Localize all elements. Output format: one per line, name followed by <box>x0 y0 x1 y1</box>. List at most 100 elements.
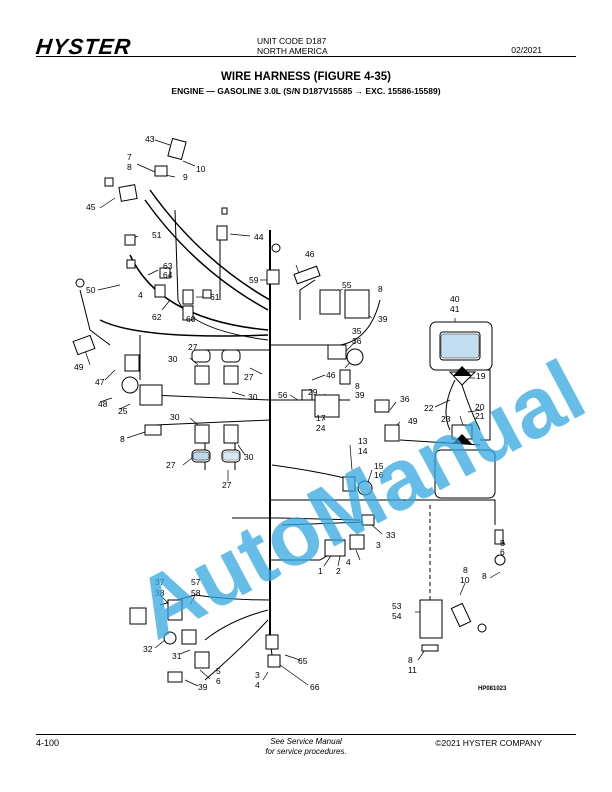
connector-65 <box>265 634 279 650</box>
connector-25 <box>139 384 163 406</box>
callout-13: 13 <box>358 436 368 446</box>
connector-27-right <box>221 349 241 363</box>
callout-30: 30 <box>248 392 258 402</box>
connector-47 <box>124 354 140 372</box>
connector-56 <box>301 389 313 401</box>
callout-39: 39 <box>378 314 388 324</box>
footer-note-line2: for service procedures. <box>265 747 347 756</box>
callout-27: 27 <box>222 480 232 490</box>
module-53-54 <box>419 599 443 639</box>
connector-39 <box>344 289 370 319</box>
callout-46: 46 <box>305 249 315 259</box>
connector-5-6-right <box>494 529 504 545</box>
callout-63: 63 <box>163 261 173 271</box>
callout-8: 8 <box>355 381 360 391</box>
callout-4: 4 <box>138 290 143 300</box>
callout-9: 9 <box>183 172 188 182</box>
callout-30: 30 <box>170 412 180 422</box>
callout-41: 41 <box>450 304 460 314</box>
callout-27: 27 <box>166 460 176 470</box>
footer-note-line1: See Service Manual <box>270 737 342 746</box>
callout-5: 5 <box>500 538 505 548</box>
callout-7: 7 <box>127 152 132 162</box>
connector-7-8 <box>154 165 168 177</box>
header-date: 02/2021 <box>511 45 542 55</box>
connector-33 <box>361 514 375 526</box>
callout-5: 5 <box>216 666 221 676</box>
callout-62: 62 <box>152 312 162 322</box>
callout-8: 8 <box>127 162 132 172</box>
connector-8-11 <box>421 644 439 652</box>
callout-39: 39 <box>198 682 208 692</box>
callout-32: 32 <box>143 644 153 654</box>
footer-note: See Service Manual for service procedure… <box>0 737 612 757</box>
connector-45 <box>118 184 138 202</box>
connector-27-left <box>191 349 211 363</box>
callout-21: 21 <box>475 411 485 421</box>
connector-43 <box>167 137 187 161</box>
callout-36: 36 <box>352 336 362 346</box>
callout-61: 61 <box>210 292 220 302</box>
callout-3: 3 <box>376 540 381 550</box>
engine-block <box>434 449 496 499</box>
callout-58: 58 <box>191 588 201 598</box>
callout-36: 36 <box>400 394 410 404</box>
connector-3-4-bottom <box>267 654 281 668</box>
connector-51 <box>124 234 136 246</box>
connector-30-right <box>223 365 239 385</box>
callout-54: 54 <box>392 611 402 621</box>
callout-24: 24 <box>316 423 326 433</box>
callout-49: 49 <box>74 362 84 372</box>
callout-33: 33 <box>386 530 396 540</box>
callout-22: 22 <box>424 403 434 413</box>
callout-46: 46 <box>326 370 336 380</box>
callout-40: 40 <box>450 294 460 304</box>
callout-64: 64 <box>163 270 173 280</box>
connector-49-right <box>384 424 400 442</box>
connector-46b <box>339 369 351 385</box>
callout-51: 51 <box>152 230 162 240</box>
callout-30: 30 <box>244 452 254 462</box>
sensor-15-16 <box>357 480 373 496</box>
callout-8: 8 <box>463 565 468 575</box>
page-subtitle: ENGINE — GASOLINE 3.0L (S/N D187V15585 →… <box>171 86 441 96</box>
callout-43: 43 <box>145 134 155 144</box>
callout-45: 45 <box>86 202 96 212</box>
callout-53: 53 <box>392 601 402 611</box>
connector-13-14 <box>342 476 356 492</box>
connector-37-38 <box>129 607 147 625</box>
connector-1-4 <box>324 539 346 557</box>
footer-divider <box>36 734 576 735</box>
callout-49: 49 <box>408 416 418 426</box>
connector-39-bottom <box>167 671 183 683</box>
connector-8-10-right <box>450 602 472 628</box>
callout-66: 66 <box>310 682 320 692</box>
callout-8: 8 <box>408 655 413 665</box>
connector-57-58 <box>167 599 183 621</box>
connector-5-6-bottom <box>194 651 210 669</box>
header-divider <box>36 56 576 57</box>
callout-38: 38 <box>155 588 165 598</box>
connector-35 <box>327 344 347 360</box>
callout-6: 6 <box>216 676 221 686</box>
callout-8: 8 <box>378 284 383 294</box>
connector-31 <box>181 629 197 645</box>
copyright: ©2021 HYSTER COMPANY <box>435 738 542 748</box>
callout-20: 20 <box>475 402 485 412</box>
callout-44: 44 <box>254 232 264 242</box>
callout-11: 11 <box>408 665 417 675</box>
harness-branch-top <box>149 189 271 301</box>
callout-4: 4 <box>255 680 260 690</box>
callout-55: 55 <box>342 280 352 290</box>
connector-29 <box>314 394 340 418</box>
callout-35: 35 <box>352 326 362 336</box>
callout-6: 6 <box>500 547 505 557</box>
callout-3: 3 <box>255 670 260 680</box>
connector-55 <box>319 289 341 315</box>
sensor-48 <box>121 376 139 394</box>
callout-16: 16 <box>374 470 384 480</box>
callout-48: 48 <box>98 399 108 409</box>
callout-14: 14 <box>358 446 368 456</box>
callout-27: 27 <box>244 372 254 382</box>
